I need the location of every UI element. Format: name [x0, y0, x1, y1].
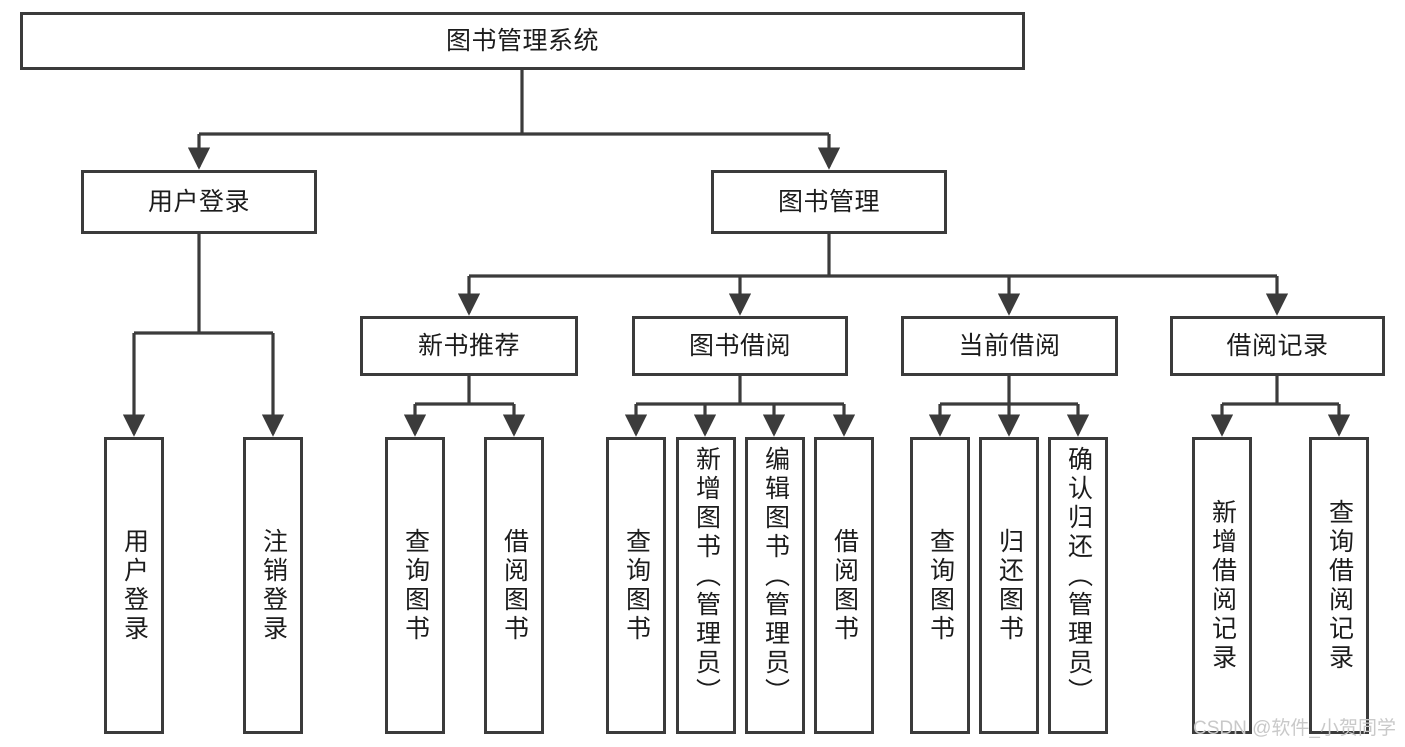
- node-leaf-confirm-return-label: 确认归还（管理员）: [1064, 446, 1093, 707]
- node-leaf-return-book-label: 归还图书: [995, 527, 1024, 644]
- node-leaf-query-record-label: 查询借阅记录: [1325, 498, 1354, 673]
- node-book-manage[interactable]: 图书管理: [711, 170, 947, 234]
- node-leaf-user-logout-label: 注销登录: [259, 527, 288, 644]
- node-leaf-return-book[interactable]: 归还图书: [979, 437, 1039, 734]
- node-leaf-user-login[interactable]: 用户登录: [104, 437, 164, 734]
- node-leaf-add-book[interactable]: 新增图书（管理员）: [676, 437, 736, 734]
- node-user-login[interactable]: 用户登录: [81, 170, 317, 234]
- node-leaf-user-login-label: 用户登录: [120, 527, 149, 644]
- node-root-label: 图书管理系统: [445, 26, 599, 55]
- node-root[interactable]: 图书管理系统: [20, 12, 1025, 70]
- node-leaf-confirm-return[interactable]: 确认归还（管理员）: [1048, 437, 1108, 734]
- node-leaf-borrow-book-1[interactable]: 借阅图书: [484, 437, 544, 734]
- node-current-borrow-label: 当前借阅: [958, 331, 1061, 360]
- node-book-manage-label: 图书管理: [777, 187, 880, 216]
- node-leaf-query-book-2[interactable]: 查询图书: [606, 437, 666, 734]
- node-leaf-add-record-label: 新增借阅记录: [1208, 498, 1237, 673]
- node-leaf-query-book-3[interactable]: 查询图书: [910, 437, 970, 734]
- node-current-borrow[interactable]: 当前借阅: [901, 316, 1118, 376]
- node-leaf-query-book-1[interactable]: 查询图书: [385, 437, 445, 734]
- node-leaf-add-book-label: 新增图书（管理员）: [692, 446, 721, 707]
- node-borrow-record-label: 借阅记录: [1226, 331, 1329, 360]
- node-leaf-query-record[interactable]: 查询借阅记录: [1309, 437, 1369, 734]
- node-new-book-recommend[interactable]: 新书推荐: [360, 316, 578, 376]
- node-user-login-label: 用户登录: [147, 187, 250, 216]
- node-leaf-add-record[interactable]: 新增借阅记录: [1192, 437, 1252, 734]
- node-leaf-edit-book[interactable]: 编辑图书（管理员）: [745, 437, 805, 734]
- node-leaf-query-book-3-label: 查询图书: [926, 527, 955, 644]
- node-leaf-query-book-1-label: 查询图书: [401, 527, 430, 644]
- node-book-borrow[interactable]: 图书借阅: [632, 316, 848, 376]
- node-leaf-borrow-book-2-label: 借阅图书: [830, 527, 859, 644]
- node-leaf-user-logout[interactable]: 注销登录: [243, 437, 303, 734]
- node-book-borrow-label: 图书借阅: [688, 331, 791, 360]
- node-leaf-edit-book-label: 编辑图书（管理员）: [761, 446, 790, 707]
- node-new-book-recommend-label: 新书推荐: [417, 331, 520, 360]
- node-leaf-borrow-book-1-label: 借阅图书: [500, 527, 529, 644]
- node-leaf-query-book-2-label: 查询图书: [622, 527, 651, 644]
- node-borrow-record[interactable]: 借阅记录: [1170, 316, 1385, 376]
- node-leaf-borrow-book-2[interactable]: 借阅图书: [814, 437, 874, 734]
- csdn-watermark: CSDN @软件_小贺同学: [1193, 718, 1396, 739]
